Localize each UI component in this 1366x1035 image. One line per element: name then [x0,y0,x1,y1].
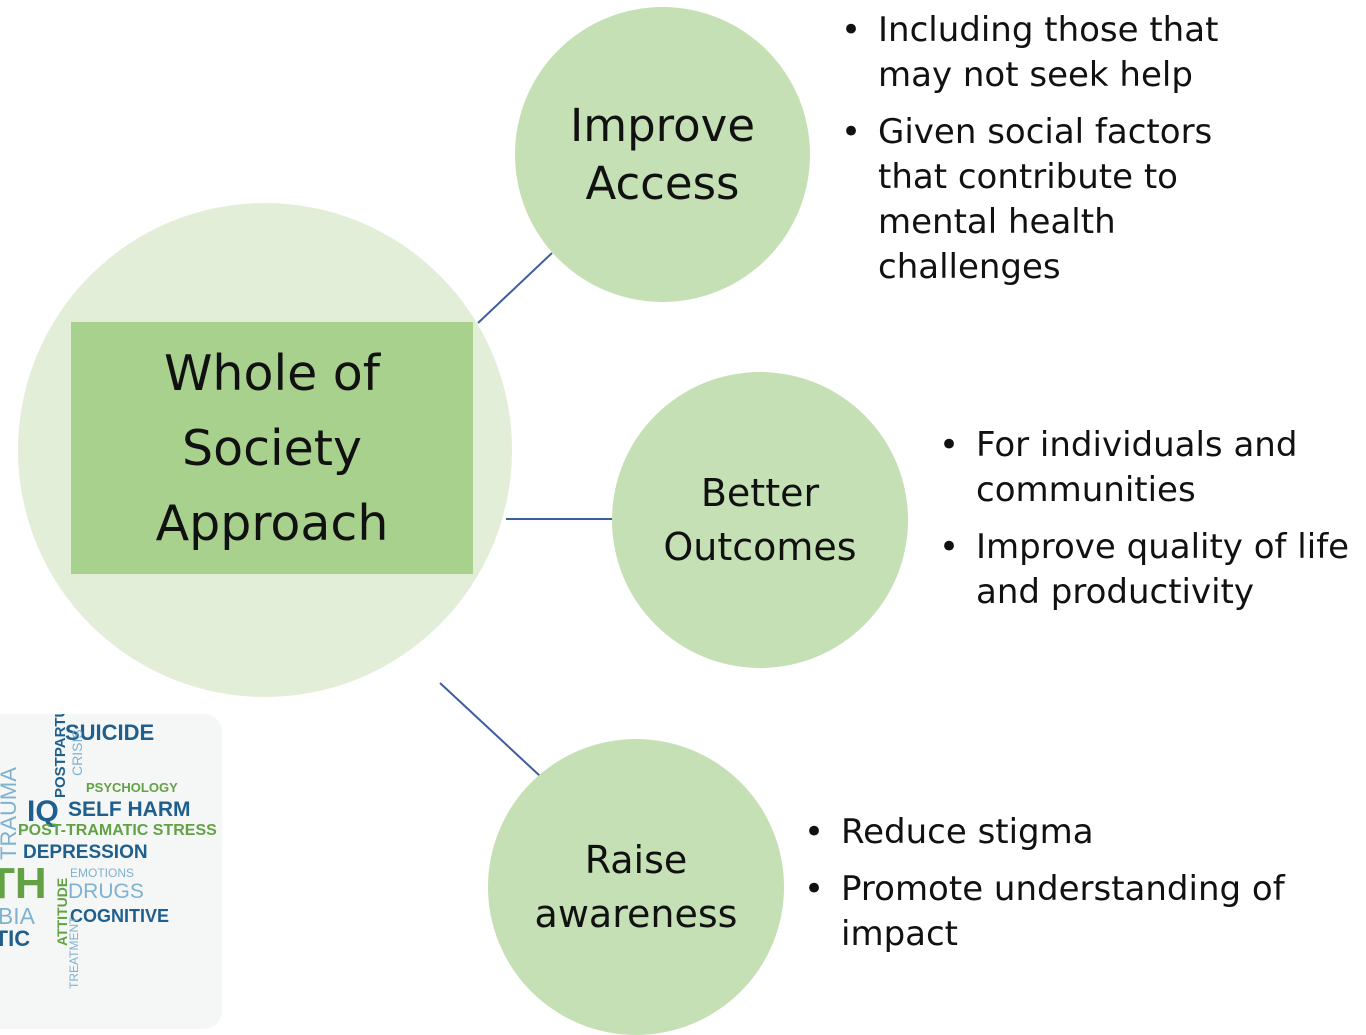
word: OBIA [0,903,35,929]
better-outcomes-bullets: For individuals and communities Improve … [939,423,1364,627]
word: SELF HARM [68,798,191,821]
word-cloud-image: SUICIDE POSTPARTUM CRISIS PSYCHOLOGY TRA… [0,714,222,1029]
node-improve-access: Improve Access [515,7,810,302]
node-label: Improve Access [569,98,756,210]
node-raise-awareness: Raise awareness [488,739,784,1035]
raise-awareness-bullets: Reduce stigma Promote understanding of i… [804,810,1324,969]
bullet-item: Reduce stigma [804,810,1324,855]
improve-access-bullets: Including those that may not seek help G… [841,8,1241,302]
word: TREATMENT [67,916,81,989]
node-label: Better Outcomes [663,471,857,569]
bullet-item: Improve quality of life and productivity [939,525,1364,615]
word: POSTPARTUM [52,714,69,798]
bullet-item: Given social factors that contribute to … [841,110,1241,290]
word: CRISIS [69,729,85,776]
word: DEPRESSION [23,842,148,863]
node-better-outcomes: Better Outcomes [612,372,908,668]
bullet-item: For individuals and communities [939,423,1364,513]
word: COGNITIVE [70,906,170,926]
bullet-item: Promote understanding of impact [804,867,1324,957]
word: EMOTIONS [70,866,135,880]
word: POST-TRAMATIC STRESS [18,822,217,839]
node-label: Raise awareness [534,838,738,936]
connector-raise-awareness [439,682,541,777]
connector-improve-access [477,252,553,324]
word: TH [0,859,47,908]
center-box: Whole of Society Approach [71,322,473,574]
bullet-item: Including those that may not seek help [841,8,1241,98]
center-label: Whole of Society Approach [155,344,389,552]
word: TRAUMA [0,767,21,860]
word: SUICIDE [65,720,155,745]
word: DRUGS [68,880,144,903]
word: PSYCHOLOGY [86,780,178,795]
word: IQ [27,795,59,828]
